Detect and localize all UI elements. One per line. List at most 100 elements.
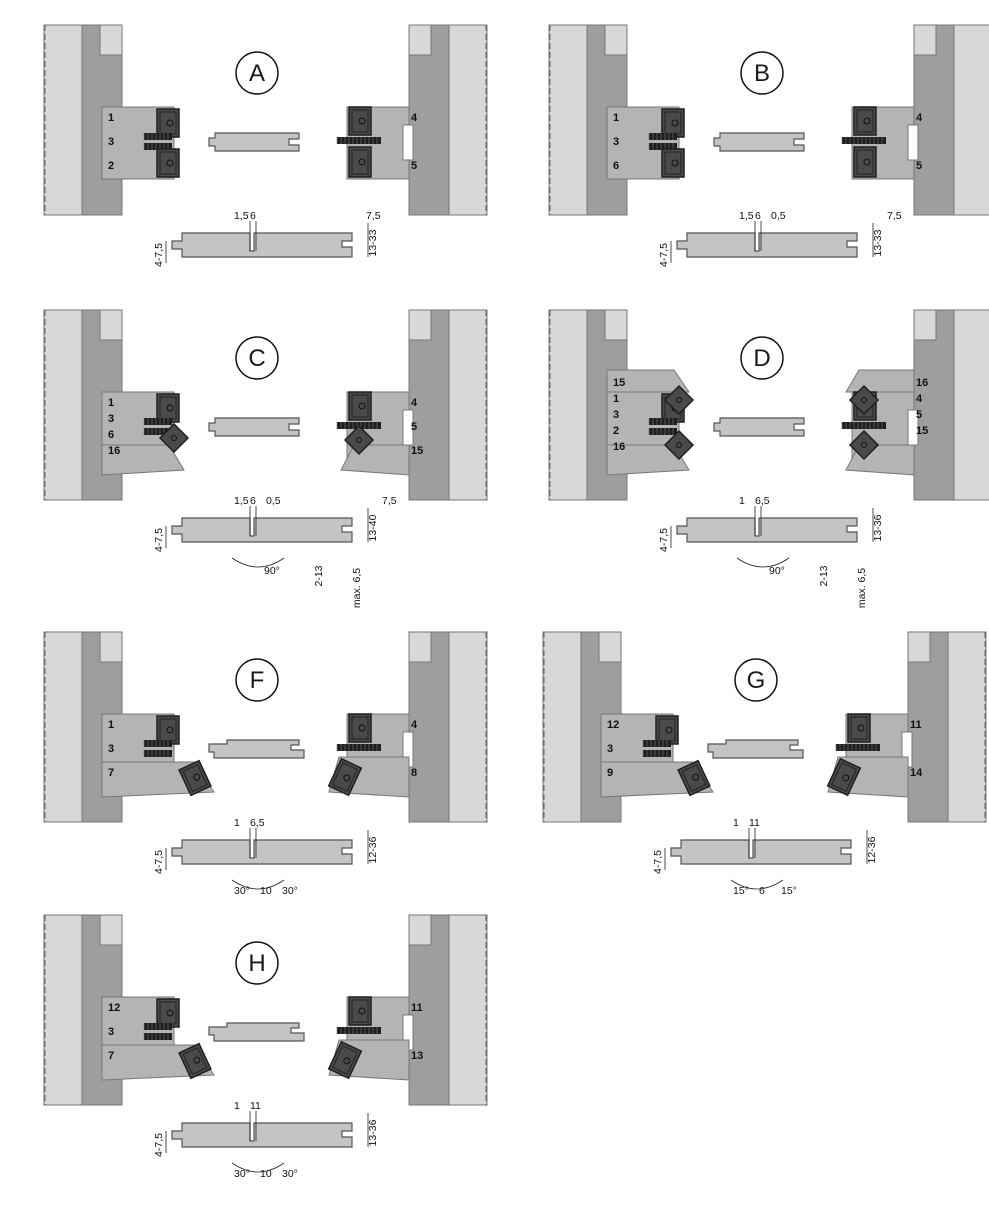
right-rail-slot xyxy=(402,124,414,161)
station-label-left: 2 xyxy=(108,160,114,172)
frame-right-cap xyxy=(408,24,432,56)
panel-title-circle xyxy=(740,336,784,380)
frame-left-cap xyxy=(99,309,123,341)
dimension-label: 7,5 xyxy=(366,210,381,222)
frame-left-cap xyxy=(604,309,628,341)
cutter-center xyxy=(171,435,177,441)
spindle-bar xyxy=(643,740,671,747)
workpiece-board xyxy=(713,417,805,437)
panel-title: G xyxy=(747,667,766,694)
cutter-center xyxy=(861,442,867,448)
spindle-bar xyxy=(144,418,172,425)
dimension-label: 4-7,5 xyxy=(153,850,165,874)
dimension-label: 1,5 xyxy=(234,495,249,507)
joint-profile xyxy=(676,517,858,543)
station-label-left: 1 xyxy=(613,393,619,405)
station-label-left: 3 xyxy=(108,413,114,425)
dimension-label: 4-7,5 xyxy=(652,850,664,874)
panel-title: D xyxy=(753,345,770,372)
spindle-bar xyxy=(836,744,880,751)
station-label-left: 3 xyxy=(108,136,114,148)
dimension-label: 4-7,5 xyxy=(153,528,165,552)
station-label-left: 7 xyxy=(108,1050,114,1062)
frame-left-cap xyxy=(598,631,622,663)
dimension-label: 6 xyxy=(250,495,256,507)
panel-title: A xyxy=(249,60,265,87)
frame-right-outer xyxy=(448,309,488,501)
cutter-head xyxy=(348,996,372,1026)
cutter-head xyxy=(178,1042,212,1080)
cutter-head xyxy=(156,148,180,178)
dimension-label: 13-36 xyxy=(872,514,884,541)
frame-left-outer xyxy=(43,914,83,1106)
frame-right-outer xyxy=(953,309,989,501)
station-label-left: 6 xyxy=(613,160,619,172)
dimension-label: 7,5 xyxy=(887,210,902,222)
dimension-label: 30° xyxy=(282,885,298,897)
cutter-center xyxy=(356,437,362,443)
workpiece-board xyxy=(713,132,805,152)
dimension-label: 30° xyxy=(234,885,250,897)
frame-right-cap xyxy=(408,631,432,663)
chamfer-cutter xyxy=(663,429,695,461)
dimension-label: 13-33 xyxy=(367,229,379,256)
station-label-right: 4 xyxy=(411,112,418,124)
right-lower-rail xyxy=(340,444,410,476)
frame-right-column xyxy=(907,631,949,823)
spindle-bar xyxy=(649,143,677,150)
cutter-head xyxy=(677,759,711,797)
frame-left-cap xyxy=(99,914,123,946)
right-upper-rail xyxy=(845,369,915,393)
dimension-label: 1 xyxy=(234,817,240,829)
cutter-head xyxy=(826,757,862,797)
dimension-label: 30° xyxy=(282,1168,298,1180)
dimension-label: 1 xyxy=(739,495,745,507)
cutter-head xyxy=(348,391,372,421)
station-label-left: 3 xyxy=(613,409,619,421)
cutter-center xyxy=(861,397,867,403)
station-label-left: 16 xyxy=(108,445,120,457)
station-label-right: 5 xyxy=(916,160,922,172)
joint-profile xyxy=(670,839,852,865)
cutter-head xyxy=(655,715,679,745)
dimension-label: 10 xyxy=(260,1168,272,1180)
dimension-label: 1 xyxy=(234,1100,240,1112)
dimension-label: 1 xyxy=(733,817,739,829)
station-label-left: 16 xyxy=(613,441,625,453)
station-label-right: 15 xyxy=(916,425,928,437)
panel-title: C xyxy=(248,345,265,372)
cutter-head xyxy=(661,108,685,138)
cutter-center xyxy=(676,397,682,403)
station-label-right: 14 xyxy=(910,767,923,779)
cutter-head xyxy=(847,713,871,743)
frame-left-cap xyxy=(99,631,123,663)
chamfer-cutter xyxy=(663,384,695,416)
dimension-label: max. 6,5 xyxy=(351,568,363,608)
station-label-right: 5 xyxy=(916,409,922,421)
frame-right-outer xyxy=(953,24,989,216)
station-label-left: 1 xyxy=(108,397,114,409)
angle-arc xyxy=(730,879,784,890)
frame-right-cap xyxy=(913,24,937,56)
cutter-head xyxy=(327,757,363,797)
station-label-left: 1 xyxy=(613,112,619,124)
cutter-head xyxy=(661,148,685,178)
dimension-label: max. 6,5 xyxy=(856,568,868,608)
spindle-bar xyxy=(643,750,671,757)
dimension-label: 13-40 xyxy=(367,514,379,541)
dimension-label: 2-13 xyxy=(313,565,325,586)
dimension-label: 6 xyxy=(759,885,765,897)
joint-profile xyxy=(676,232,858,258)
panel-title-circle xyxy=(235,941,279,985)
panel-title-circle xyxy=(740,51,784,95)
dimension-label: 6 xyxy=(250,210,256,222)
frame-right-outer xyxy=(448,914,488,1106)
frame-right-outer xyxy=(448,631,488,823)
dimension-label: 1,5 xyxy=(739,210,754,222)
frame-left-outer xyxy=(43,24,83,216)
angle-arc xyxy=(231,879,285,890)
station-label-left: 3 xyxy=(607,743,613,755)
